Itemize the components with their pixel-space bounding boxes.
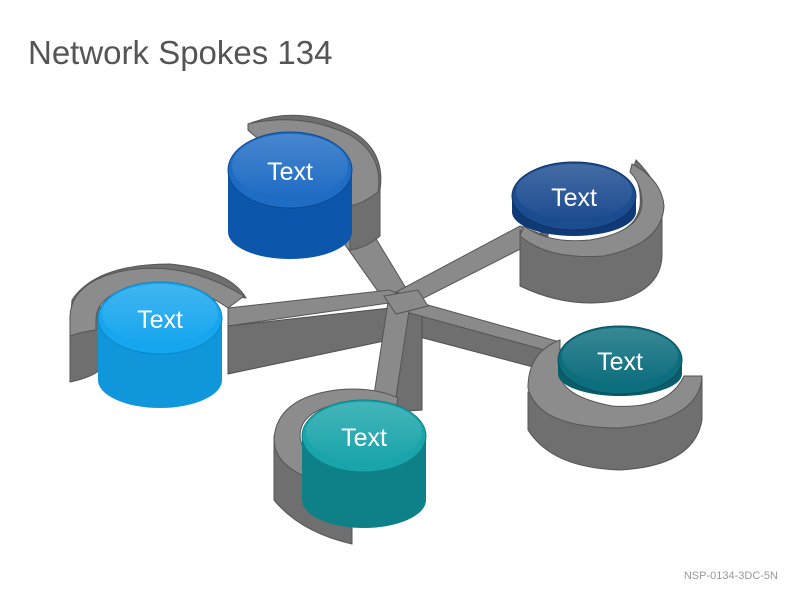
node-upper-right-label: Text <box>551 184 597 212</box>
cradle-right <box>527 339 703 471</box>
node-bottom[interactable]: Text <box>301 399 427 528</box>
cradle-upper-right <box>519 159 665 304</box>
node-left[interactable]: Text <box>97 281 223 408</box>
node-left-label: Text <box>137 306 183 334</box>
node-right[interactable]: Text <box>557 325 683 396</box>
slide-code: NSP-0134-3DC-5N <box>683 570 778 582</box>
node-upper-right[interactable]: Text <box>511 161 637 236</box>
node-top[interactable]: Text <box>227 131 353 259</box>
node-right-label: Text <box>597 348 643 376</box>
spoke-arms-side <box>227 231 553 413</box>
page-title: Network Spokes 134 <box>28 34 333 71</box>
nodes: Text Text Text Text Text <box>97 131 683 528</box>
node-bottom-label: Text <box>341 424 387 452</box>
node-top-label: Text <box>267 158 313 186</box>
hub <box>383 289 429 315</box>
